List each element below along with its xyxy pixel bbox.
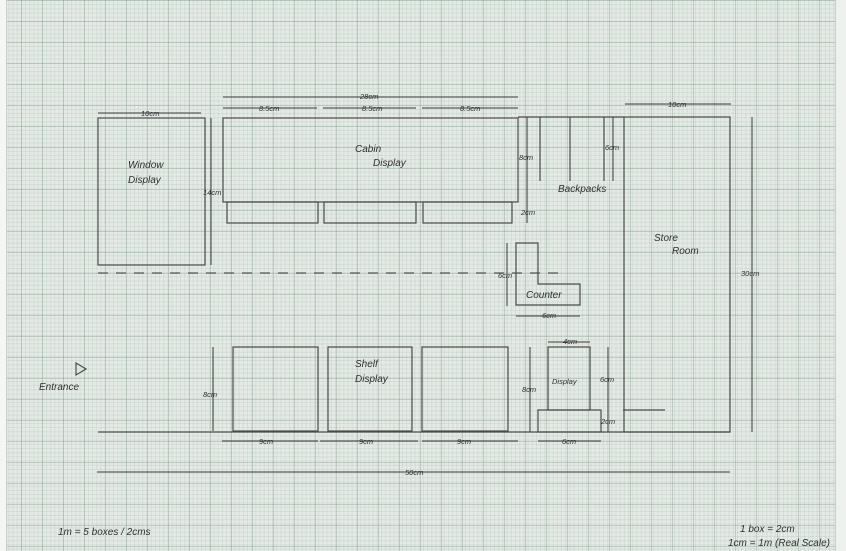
cabin-total-dim: 28cm [359, 92, 378, 101]
paper-edge-right [835, 0, 846, 551]
cabin-segment-dim: 8.5cm [460, 104, 480, 113]
scale-note-left: 1m = 5 boxes / 2cms [58, 527, 151, 538]
shelf-display-label-2: Display [355, 374, 389, 385]
shelf-segment-dim: 9cm [259, 437, 273, 446]
counter: Counter 6cm 6cm [498, 242, 581, 320]
cabin-display: Cabin Display 28cm 8.5cm 8.5cm 8.5cm 8cm… [222, 92, 535, 224]
window-display: Window Display 10cm 14cm [97, 109, 221, 266]
window-height-dim: 14cm [203, 188, 221, 197]
shelf-height-dim: 8cm [203, 390, 217, 399]
display-height-dim: 6cm [600, 375, 614, 384]
scale-note-right-2: 1cm = 1m (Real Scale) [728, 538, 830, 549]
store-room: Store Room 10cm 30cm [623, 100, 759, 433]
shelf-display-label-1: Shelf [355, 359, 379, 370]
entrance-arrow-icon [75, 361, 88, 377]
shelf-display: Shelf Display 8cm 9cm 9cm 9cm [203, 346, 518, 446]
counter-height-dim: 6cm [498, 271, 512, 280]
store-room-label-1: Store [654, 233, 678, 244]
cabin-segment-dim: 8.5cm [259, 104, 279, 113]
shelf-segment-dim: 9cm [359, 437, 373, 446]
window-display-label-2: Display [128, 175, 162, 186]
counter-label: Counter [526, 290, 562, 301]
paper-edge-left [0, 0, 7, 551]
display-label: Display [552, 377, 578, 386]
store-height-dim: 30cm [741, 269, 759, 278]
counter-width-dim: 6cm [542, 311, 556, 320]
backpacks-area: 6cm Backpacks [518, 116, 624, 195]
window-display-label-1: Window [128, 160, 164, 171]
cabin-depth-dim: 8cm [519, 153, 533, 162]
display-base-dim: 2cm [600, 417, 615, 426]
backpacks-label: Backpacks [558, 184, 606, 195]
cabin-segment-dim: 8.5cm [362, 104, 382, 113]
display-total-height-dim: 8cm [522, 385, 536, 394]
cabin-base-dim: 2cm [520, 208, 535, 217]
cabin-display-label-1: Cabin [355, 144, 382, 155]
store-width-dim: 10cm [668, 100, 686, 109]
window-width-dim: 10cm [141, 109, 159, 118]
cabin-display-label-2: Display [373, 158, 407, 169]
display-width-dim: 4cm [563, 337, 577, 346]
display-base-width-dim: 6cm [562, 437, 576, 446]
backpacks-depth-dim: 6cm [605, 143, 619, 152]
store-room-label-2: Room [672, 246, 699, 257]
shelf-segment-dim: 9cm [457, 437, 471, 446]
display-unit: Display 4cm 8cm 6cm 2cm 6cm [522, 337, 615, 446]
scale-note-right-1: 1 box = 2cm [740, 524, 795, 535]
entrance-label: Entrance [39, 382, 79, 393]
total-width-dim: 50cm [405, 468, 423, 477]
